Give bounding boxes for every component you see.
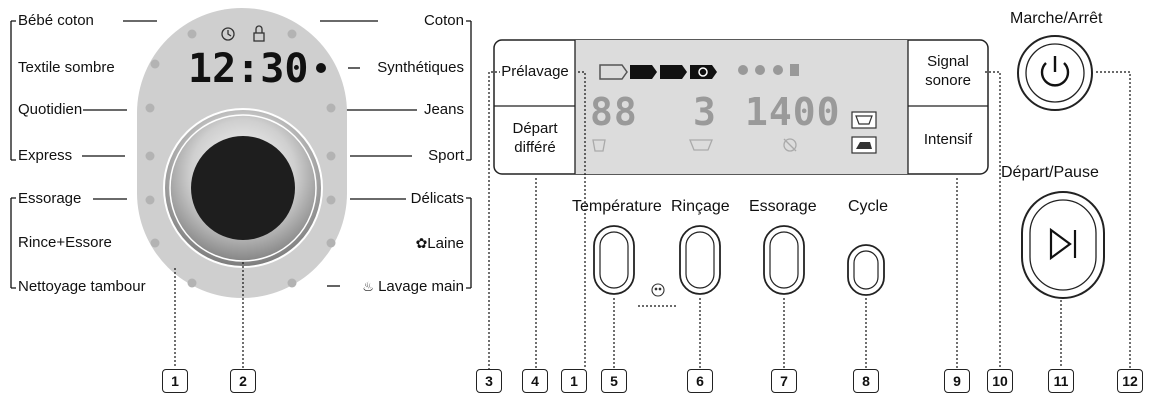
- hand-wash-icon: ♨: [362, 279, 374, 294]
- status-icons: [738, 64, 799, 76]
- cycle-label: Cycle: [848, 198, 889, 215]
- buzzer-label-1: Signal: [927, 53, 969, 70]
- program-label-spin: Essorage: [18, 190, 82, 207]
- program-leds: [145, 29, 336, 288]
- callout-11: 11: [1048, 369, 1074, 393]
- intensive-button[interactable]: Intensif: [923, 131, 973, 148]
- rinse-label: Rinçage: [671, 198, 730, 215]
- spin-label: Essorage: [749, 198, 817, 215]
- buzzer-button[interactable]: Signal sonore: [910, 52, 986, 90]
- buzzer-label-2: sonore: [925, 72, 971, 89]
- panel-callout-lines: [488, 71, 1131, 370]
- program-label-daily: Quotidien: [18, 101, 83, 118]
- program-label-delicates: Délicats: [410, 190, 464, 207]
- spin-button[interactable]: [763, 225, 805, 295]
- rinse-button[interactable]: [679, 225, 721, 295]
- temperature-label: Température: [572, 198, 662, 215]
- program-label-cotton: Coton: [423, 12, 464, 29]
- program-knob[interactable]: [191, 136, 295, 240]
- callout-5: 5: [601, 369, 627, 393]
- display-sub-icons: [592, 138, 797, 152]
- spin-display: 1400: [745, 90, 841, 134]
- program-label-hand-wash: ♨ Lavage main: [362, 278, 464, 296]
- cycle-icons: [851, 111, 877, 154]
- delay-start-button[interactable]: Départ différé: [497, 119, 573, 157]
- callout-9: 9: [944, 369, 970, 393]
- start-pause-button[interactable]: [1021, 191, 1105, 299]
- callout-1-dial: 1: [162, 369, 188, 393]
- program-label-jeans: Jeans: [423, 101, 464, 118]
- child-lock-icon: [651, 283, 665, 297]
- prewash-button[interactable]: Prélavage: [501, 63, 569, 80]
- program-label-sport: Sport: [428, 147, 464, 164]
- dial-callout-lines: [174, 262, 244, 368]
- dial-time-display: 12:30: [188, 46, 309, 92]
- start-pause-label: Départ/Pause: [1001, 164, 1099, 181]
- program-label-wool-text: Laine: [427, 235, 464, 252]
- synthetics-led-active: [316, 63, 326, 73]
- program-label-dark-textile: Textile sombre: [18, 59, 115, 76]
- play-pause-icon: [1049, 227, 1077, 261]
- temperature-display: 88: [590, 90, 638, 134]
- callout-10: 10: [987, 369, 1013, 393]
- left-brackets: [10, 20, 472, 289]
- callout-6: 6: [687, 369, 713, 393]
- program-label-synthetics: Synthétiques: [377, 59, 464, 76]
- wool-icon: ✿: [415, 235, 428, 251]
- callout-1-panel: 1: [561, 369, 587, 393]
- callout-8: 8: [853, 369, 879, 393]
- program-label-rinse-spin: Rince+Essore: [18, 234, 112, 251]
- prewash-tub-icons: [599, 64, 717, 80]
- lock-icon: [253, 25, 265, 42]
- callout-2: 2: [230, 369, 256, 393]
- program-label-hand-wash-text: Lavage main: [378, 278, 464, 295]
- power-label: Marche/Arrêt: [1010, 10, 1103, 27]
- program-label-wool: ✿Laine: [416, 234, 464, 253]
- delay-start-label-1: Départ: [512, 120, 558, 137]
- callout-7: 7: [771, 369, 797, 393]
- power-icon: [1040, 56, 1070, 87]
- program-label-drum-clean: Nettoyage tambour: [18, 278, 146, 295]
- cycle-button[interactable]: [847, 244, 885, 296]
- temperature-button[interactable]: [593, 225, 635, 295]
- timer-icon: [221, 27, 235, 41]
- callout-3: 3: [476, 369, 502, 393]
- rinse-display: 3: [693, 90, 717, 134]
- delay-start-label-2: différé: [514, 139, 556, 156]
- callout-12: 12: [1117, 369, 1143, 393]
- power-button[interactable]: [1017, 35, 1093, 111]
- callout-4: 4: [522, 369, 548, 393]
- program-label-baby-cotton: Bébé coton: [18, 12, 94, 29]
- program-label-express: Express: [18, 147, 73, 164]
